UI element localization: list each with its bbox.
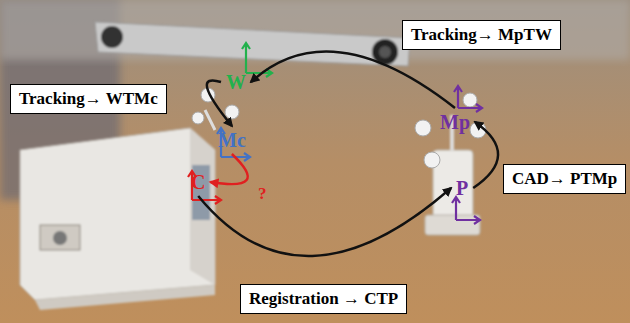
frame-node: Mp	[437, 110, 473, 134]
transform-arrow	[210, 154, 247, 184]
transform-label-box: Tracking→ MpTW	[402, 20, 561, 50]
frame-node: C	[188, 170, 208, 194]
frame-node: W	[223, 70, 249, 94]
transform-arrow	[198, 188, 451, 256]
transform-label-box: Registration → CTP	[240, 284, 407, 314]
frame-node: P	[453, 176, 471, 200]
transform-label-box: CAD→ PTMp	[503, 164, 626, 194]
frame-label: W	[226, 71, 246, 93]
unknown-mark: ?	[258, 184, 267, 204]
frame-label: P	[456, 177, 468, 199]
frame-node: Mc	[215, 128, 249, 152]
transform-arrow	[473, 122, 498, 188]
transform-label-box: Tracking→ WTMc	[10, 84, 167, 114]
frame-label: Mc	[218, 129, 246, 151]
frame-label: C	[191, 171, 205, 193]
frame-label: Mp	[440, 111, 470, 133]
transform-arrow	[251, 52, 455, 108]
